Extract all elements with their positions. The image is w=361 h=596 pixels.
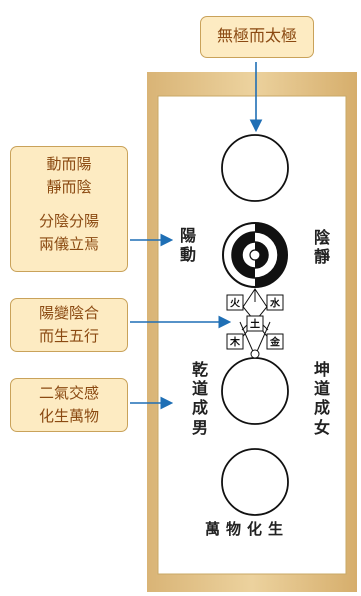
earth-box [246,315,264,332]
left-label-3-line-1: 二氣交感 [38,384,99,402]
left-label-1-line-3: 分陰分陽 [38,211,99,230]
left-label-3: 二氣交感 化生萬物 [10,378,128,432]
earth-label: 土 [250,318,260,331]
wuxing-diagram: 火 水 土 木 金 [226,288,284,359]
wuji-circle [221,134,289,202]
qian-char-4: 男 [191,417,208,437]
wanwu-circle [221,448,289,516]
metal-box [266,333,284,350]
qian-text: 乾 道 成 男 [190,360,210,437]
qian-char-1: 乾 [191,360,208,379]
kun-char-2: 道 [313,379,330,399]
top-label: 無極而太極 [216,26,297,45]
metal-label: 金 [269,336,281,349]
yang-dong-char-1: 陽 [179,226,196,245]
left-label-1-line-2: 靜而陰 [46,178,92,197]
yin-jing-char-1: 陰 [313,228,330,247]
water-box [266,294,284,311]
wood-box [226,333,244,350]
kun-char-4: 女 [313,417,330,437]
yang-dong-text: 陽 動 [178,226,198,264]
left-label-1-line-1: 動而陽 [46,155,92,173]
qian-char-3: 成 [191,398,208,418]
left-label-1-spacer [11,200,127,210]
qian-char-2: 道 [191,379,208,399]
kun-char-3: 成 [313,398,330,418]
wanwu-huasheng-text: 萬物化生 [205,520,290,538]
yang-dong-char-2: 動 [179,245,196,265]
left-label-1-line-4: 兩儀立焉 [38,234,99,253]
yin-jing-char-2: 靜 [313,247,330,267]
left-label-2-line-2: 而生五行 [38,327,99,346]
wood-label: 木 [229,336,241,349]
left-label-1: 動而陽 靜而陰 分陰分陽 兩儀立焉 [10,146,128,272]
kun-text: 坤 道 成 女 [312,360,332,437]
water-label: 水 [269,297,281,310]
left-label-2-line-1: 陽變陰合 [38,304,99,322]
left-label-3-line-2: 化生萬物 [38,407,99,426]
kun-char-1: 坤 [313,360,330,379]
left-label-2: 陽變陰合 而生五行 [10,298,128,352]
scroll-paper [157,95,347,575]
yinyang-circle [222,222,288,288]
top-label-box: 無極而太極 [200,16,314,58]
yin-jing-text: 陰 靜 [312,228,332,266]
fire-label: 火 [230,298,241,310]
fire-box [226,294,244,311]
